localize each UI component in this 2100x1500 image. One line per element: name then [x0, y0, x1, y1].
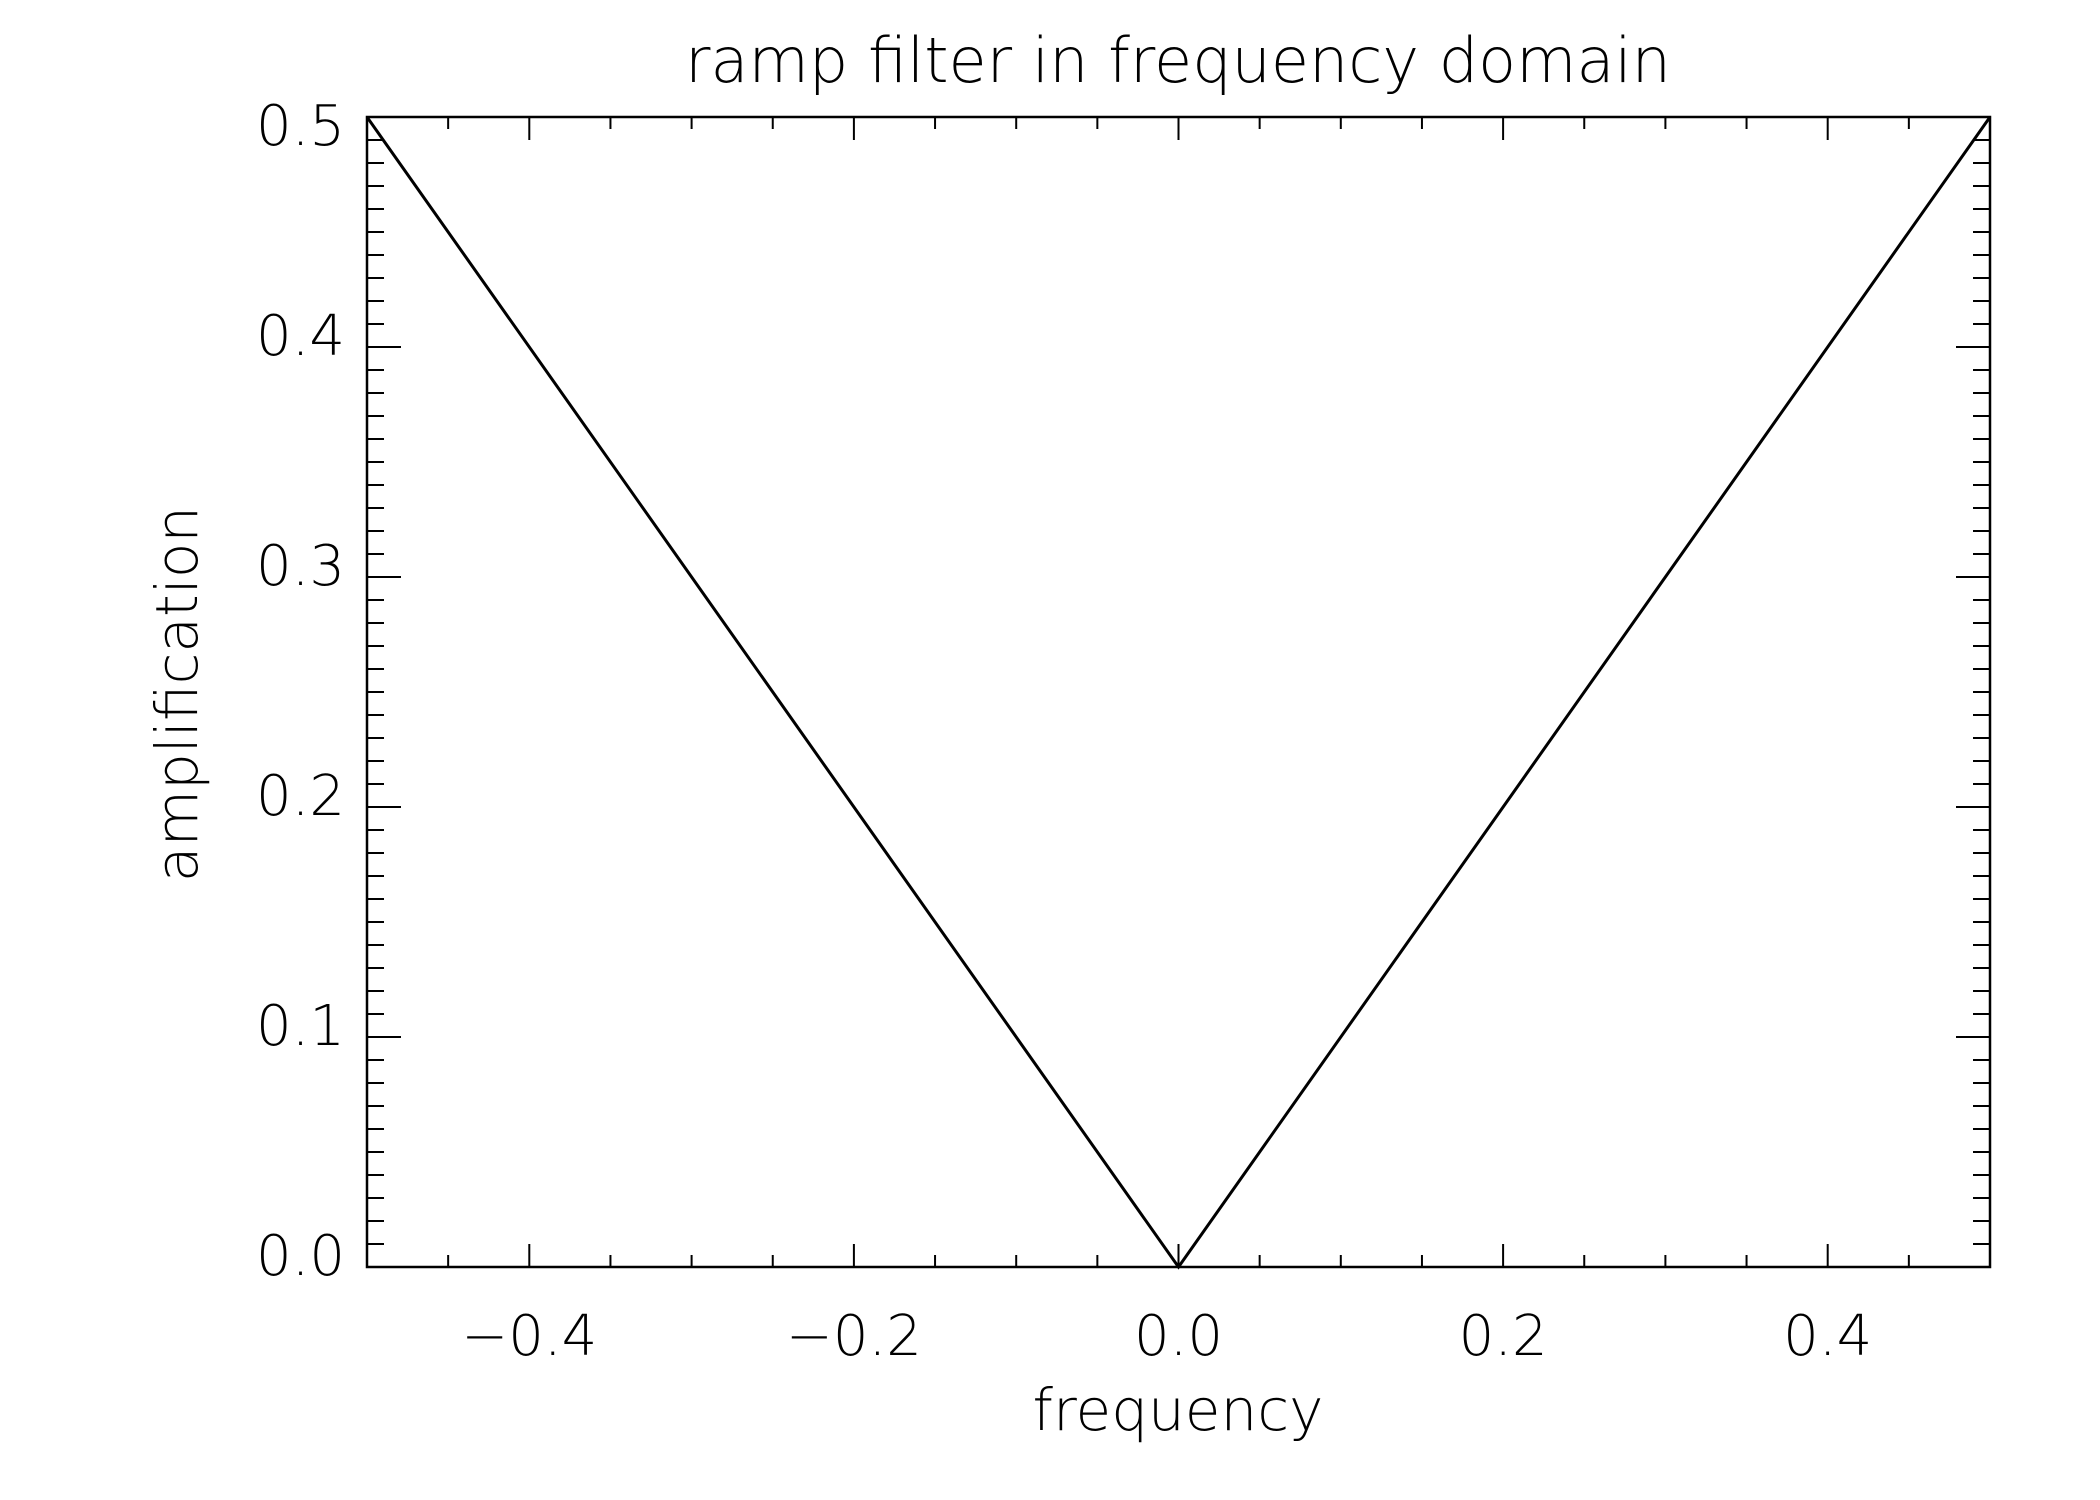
y-tick-label: 0.2: [256, 764, 345, 829]
x-tick-label: 0.2: [1459, 1304, 1548, 1369]
plot-frame: [365, 115, 1992, 1269]
x-tick-label: 0.4: [1783, 1304, 1872, 1369]
y-tick-label: 0.5: [256, 94, 345, 159]
chart-title: ramp filter in frequency domain: [685, 24, 1671, 97]
x-tick-label: −0.4: [461, 1304, 597, 1369]
x-axis-label: frequency: [1033, 1376, 1324, 1444]
x-tick-label: 0.0: [1134, 1304, 1223, 1369]
y-tick-label: 0.1: [256, 994, 345, 1059]
x-tick-label: −0.2: [786, 1304, 922, 1369]
ramp-filter-line: [365, 116, 1992, 1270]
y-tick-labels: 0.0 0.1 0.2 0.3 0.4 0.5: [256, 94, 345, 1289]
y-axis-label: amplification: [143, 506, 211, 882]
y-tick-label: 0.4: [256, 304, 345, 369]
x-tick-labels: −0.4 −0.2 0.0 0.2 0.4: [461, 1304, 1872, 1369]
y-tick-label: 0.0: [256, 1224, 345, 1289]
axis-ticks: [366, 116, 1991, 1268]
y-tick-label: 0.3: [256, 534, 345, 599]
